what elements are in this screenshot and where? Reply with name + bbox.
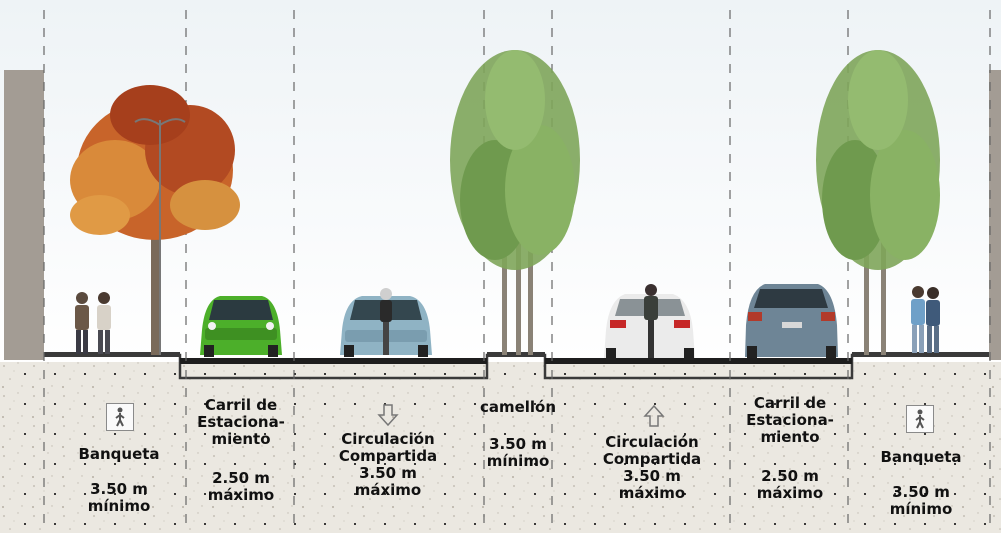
green-tree-right [816,50,940,355]
label-banqueta-left: Banqueta 3.50 m mínimo [78,445,160,515]
pedestrians-left [75,292,111,354]
label-circulacion-right: Circulación Compartida 3.50 m máximo [602,433,702,502]
label-camellon: camellón 3.50 m mínimo [479,398,557,470]
pedestrian-icon [906,405,934,433]
building-left [4,70,44,360]
sidewalk-left-surface [44,352,180,357]
ground-section [0,362,1001,533]
asphalt-left [180,358,487,364]
green-car [200,296,282,357]
pedestrian-icon [106,403,134,431]
label-banqueta-right: Banqueta 3.50 m mínimo [880,448,962,518]
autumn-tree-left [70,85,240,355]
grey-blue-car [745,284,838,358]
asphalt-right [545,358,852,364]
pedestrians-right [911,286,940,353]
green-tree-median [450,50,580,355]
sidewalk-right-surface [852,352,989,357]
cyclist-right [644,284,658,358]
building-right [989,70,1001,360]
label-estacionamiento-left: Carril de Estaciona- miento 2.50 m máxim… [197,396,285,504]
label-circulacion-left: Circulación Compartida 3.50 m máximo [338,430,438,499]
label-estacionamiento-right: Carril de Estaciona- miento 2.50 m máxim… [746,394,834,502]
arrow-up-icon [642,404,666,433]
street-lamp-left [134,118,186,355]
section-dividers [43,10,991,528]
arrow-down-icon [376,403,400,432]
cyclist-left [380,288,392,355]
